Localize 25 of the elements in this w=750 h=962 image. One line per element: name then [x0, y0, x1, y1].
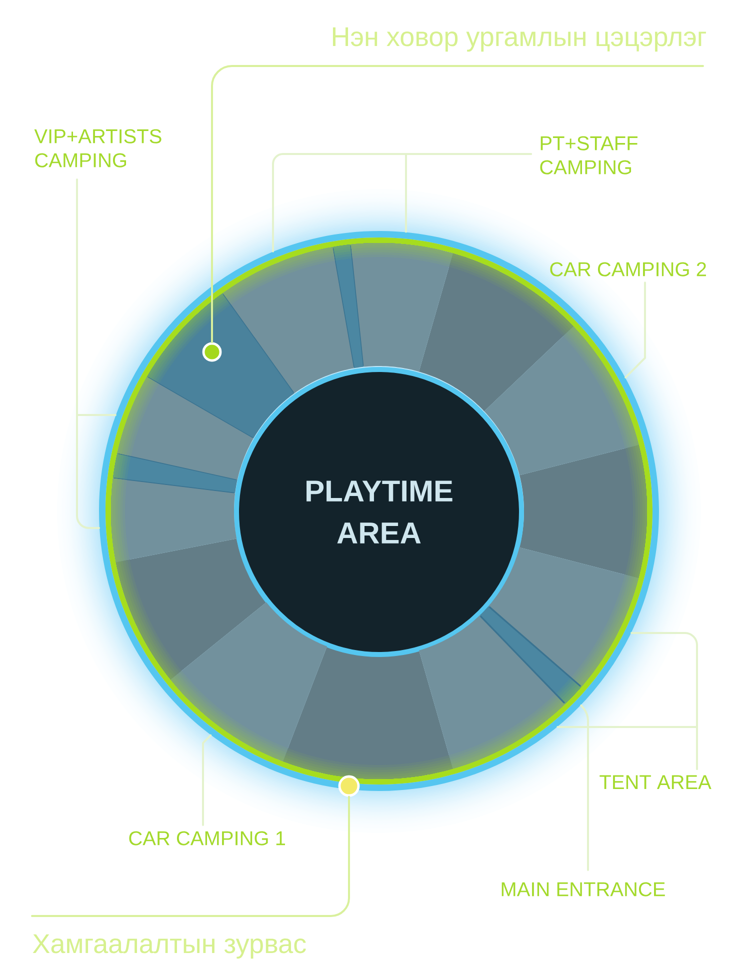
leader-line: [580, 704, 589, 871]
wheel-sector: [117, 377, 254, 480]
leader-line: [211, 65, 704, 344]
wheel-sector: [350, 243, 453, 372]
area-label: VIP+ARTISTS CAMPING: [34, 129, 162, 168]
path-strip: [480, 606, 582, 704]
area-label: PT+STAFF CAMPING: [540, 136, 638, 174]
wheel-sector: [111, 478, 237, 562]
location-dot: [202, 342, 222, 362]
leader-line: [31, 796, 350, 917]
leader-line: [556, 726, 698, 770]
location-dot: [338, 775, 360, 797]
leader-line: [624, 282, 646, 378]
zone-label: Хамгаалалтын зурвас: [32, 934, 306, 959]
wheel-sector: [484, 326, 639, 476]
area-label: TENT AREA: [600, 775, 712, 789]
leader-line: [202, 734, 212, 826]
leader-line: [76, 178, 100, 529]
area-label: MAIN ENTRANCE: [502, 882, 665, 896]
wheel-sector: [170, 602, 328, 762]
area-label: CAR CAMPING 2: [550, 262, 706, 276]
zone-label: Нэн ховор ургамлын цэцэрлэг: [332, 27, 706, 52]
wheel-sector: [223, 247, 354, 394]
area-label: CAR CAMPING 1: [129, 831, 285, 846]
leader-line: [405, 153, 532, 233]
